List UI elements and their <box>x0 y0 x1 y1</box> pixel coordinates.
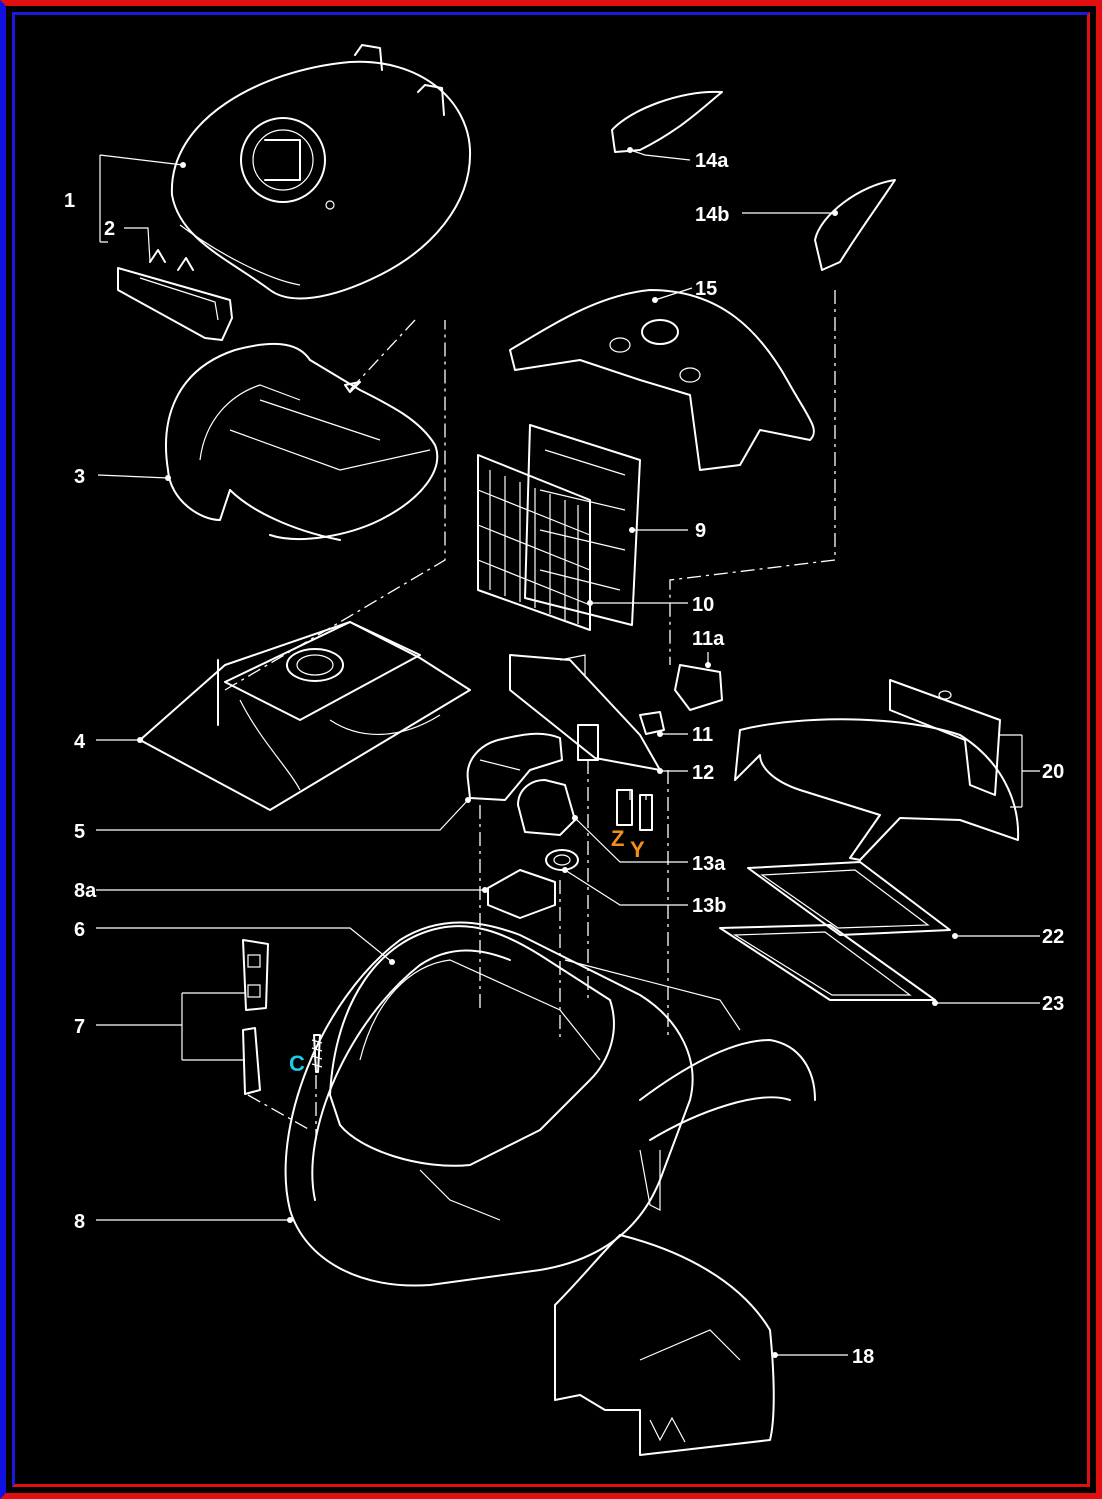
label-part-14b: 14b <box>695 204 729 226</box>
part-15-upper-housing <box>509 289 815 471</box>
part-2-latch <box>117 249 233 341</box>
label-part-23: 23 <box>1042 993 1064 1015</box>
part-7-clips <box>242 939 269 1095</box>
leader-dots <box>137 147 958 1358</box>
part-8a-bracket <box>487 869 556 919</box>
label-part-13a: 13a <box>692 853 726 875</box>
label-part-11a: 11a <box>692 628 725 650</box>
label-part-13b: 13b <box>692 895 726 917</box>
markers: Z Y C <box>289 826 645 1076</box>
label-part-8a: 8a <box>74 880 97 902</box>
part-18-side-panel <box>554 1234 775 1456</box>
part-labels: 1 2 3 4 5 8a 6 7 8 14a 14b 15 9 10 11a 1… <box>64 150 1064 1368</box>
label-part-2: 2 <box>104 218 115 240</box>
part-3-bag-holder <box>165 343 439 541</box>
label-part-22: 22 <box>1042 926 1064 948</box>
diagram-frame-inner <box>12 12 1090 1487</box>
part-9-foam-filter <box>524 424 641 626</box>
screw-c <box>311 1034 323 1073</box>
label-part-20: 20 <box>1042 761 1064 783</box>
part-20-rear-cover <box>734 679 1020 861</box>
label-part-15: 15 <box>695 278 717 300</box>
part-10-filter-grid <box>477 454 591 631</box>
label-part-12: 12 <box>692 762 714 784</box>
part-6-8-main-body <box>284 921 816 1287</box>
marker-y: Y <box>630 837 645 862</box>
label-part-11: 11 <box>692 724 713 746</box>
part-13-gaskets <box>517 779 579 871</box>
label-part-9: 9 <box>695 520 706 542</box>
label-part-7: 7 <box>74 1016 85 1038</box>
label-part-6: 6 <box>74 919 85 941</box>
label-part-1: 1 <box>64 190 75 212</box>
label-part-10: 10 <box>692 594 714 616</box>
label-part-5: 5 <box>74 821 85 843</box>
label-part-3: 3 <box>74 466 85 488</box>
label-part-14a: 14a <box>695 150 729 172</box>
marker-z: Z <box>611 826 624 851</box>
part-4-dust-bag <box>139 621 471 811</box>
label-part-8: 8 <box>74 1211 85 1233</box>
alignment-lines <box>224 290 836 1140</box>
part-5-motor-cover <box>466 732 563 801</box>
part-22-23-filters <box>719 861 951 1001</box>
part-14-handles <box>611 90 896 271</box>
part-1-top-cover <box>170 44 472 300</box>
part-11-12-switch <box>509 654 723 831</box>
marker-c: C <box>289 1051 305 1076</box>
leader-lines <box>96 149 1040 1356</box>
label-part-4: 4 <box>74 731 86 753</box>
label-part-18: 18 <box>852 1346 874 1368</box>
